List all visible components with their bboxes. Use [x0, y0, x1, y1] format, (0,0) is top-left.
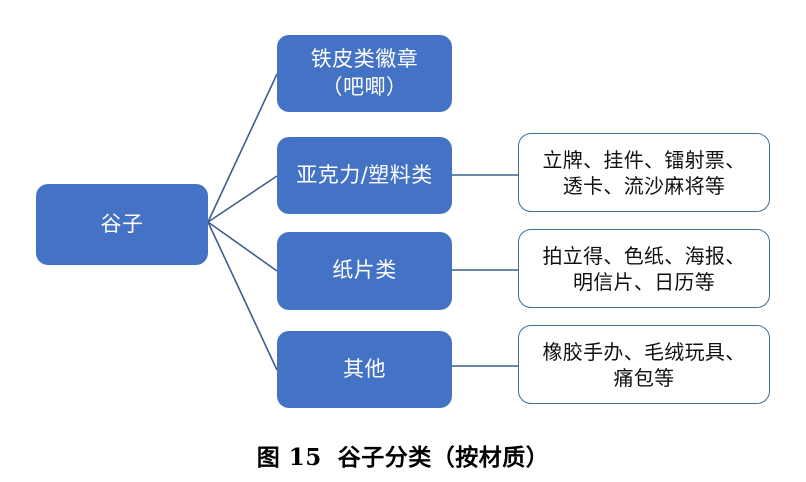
figure-caption: 图 15 谷子分类（按材质）	[0, 438, 806, 472]
node-root: 谷子	[36, 184, 208, 265]
node-category-tin-label: 铁皮类徽章 （吧唧）	[310, 47, 419, 99]
node-category-tin: 铁皮类徽章 （吧唧）	[277, 35, 452, 112]
connector-root-to-acrylic	[207, 175, 278, 223]
node-items-paper-label: 拍立得、色纸、海报、 明信片、日历等	[542, 243, 746, 294]
node-items-paper: 拍立得、色纸、海报、 明信片、日历等	[518, 229, 770, 308]
node-items-acrylic-label: 立牌、挂件、镭射票、 透卡、流沙麻将等	[542, 147, 746, 198]
node-category-other-label: 其他	[343, 356, 386, 381]
connector-root-to-other	[207, 221, 278, 371]
connector-root-to-paper	[207, 221, 278, 272]
node-items-other: 橡胶手办、毛绒玩具、 痛包等	[518, 325, 770, 404]
node-items-acrylic: 立牌、挂件、镭射票、 透卡、流沙麻将等	[518, 133, 770, 212]
node-category-paper: 纸片类	[277, 232, 452, 310]
node-root-label: 谷子	[100, 211, 144, 236]
node-category-other: 其他	[277, 331, 452, 408]
connector-root-to-tin	[207, 73, 278, 223]
node-category-acrylic: 亚克力/塑料类	[277, 137, 452, 214]
node-category-acrylic-label: 亚克力/塑料类	[296, 162, 433, 187]
node-items-other-label: 橡胶手办、毛绒玩具、 痛包等	[542, 339, 746, 390]
node-category-paper-label: 纸片类	[332, 258, 397, 283]
figure-caption-title: 谷子分类（按材质）	[337, 444, 550, 471]
figure-caption-number: 图 15	[256, 444, 322, 471]
